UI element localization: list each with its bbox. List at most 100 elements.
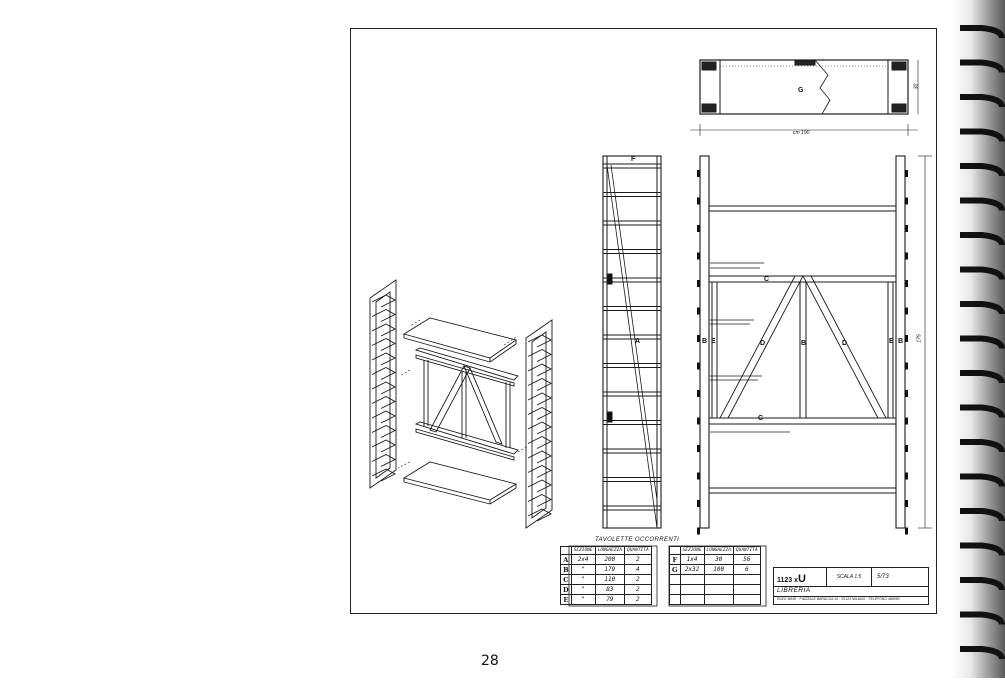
peg-notch	[905, 417, 908, 425]
col-lunghezza: LUNGHEZZA	[594, 546, 626, 555]
cell-quantita: 4	[624, 564, 652, 575]
peg-notch	[905, 197, 908, 205]
binding-ring	[960, 128, 1005, 142]
front-elevation	[697, 155, 932, 535]
binding-ring	[960, 232, 1005, 246]
iso-rung	[527, 334, 552, 348]
peg-notch	[905, 280, 908, 287]
peg-notch	[905, 335, 908, 342]
peg-notch	[697, 225, 700, 232]
iso-rung	[371, 337, 396, 351]
binding-ring	[960, 94, 1005, 108]
cell-sezione: "	[570, 564, 596, 575]
iso-rung	[527, 479, 552, 493]
iso-rung	[527, 464, 552, 478]
peg-notch	[697, 362, 700, 370]
col-quantita: QUANTITÀ	[732, 546, 761, 555]
cell-lunghezza: 83	[594, 584, 626, 595]
peg-notch	[697, 280, 700, 287]
col-sezione: SEZIONE	[570, 546, 596, 555]
cell-sezione: "	[570, 594, 596, 605]
designer-address: ENZO MARI · PIAZZALE BARACCA 10 · 20123 …	[777, 597, 900, 601]
peg-notch	[905, 500, 908, 507]
cell-sezione	[679, 574, 705, 585]
drawing-name: LIBRERIA	[777, 587, 811, 594]
label-b-right: B	[898, 338, 904, 345]
cell-key: F	[669, 554, 681, 565]
label-c-upper: C	[764, 276, 770, 283]
label-b-left: B	[702, 338, 708, 345]
binding-ring	[960, 542, 1005, 556]
parts-table-left-header: SEZIONE LUNGHEZZA QUANTITÀ	[560, 546, 652, 555]
col-key	[669, 546, 681, 555]
label-b-center: B	[801, 340, 807, 347]
iso-rung	[371, 468, 396, 482]
binding-ring	[960, 404, 1005, 418]
cell-quantita	[732, 574, 761, 585]
binding-ring	[960, 473, 1005, 487]
cell-key: G	[669, 564, 681, 575]
cell-lunghezza	[703, 594, 734, 605]
iso-rung	[527, 508, 552, 522]
peg-notch	[697, 445, 700, 452]
cell-sezione: 2x32	[679, 564, 705, 575]
cell-lunghezza: 110	[594, 574, 626, 585]
drawing-scale: SCALA 1:5	[826, 568, 872, 586]
cell-quantita	[732, 584, 761, 595]
col-sezione: SEZIONE	[679, 546, 705, 555]
parts-caption: TAVOLETTE OCCORRENTI	[595, 537, 680, 543]
binding-ring	[960, 611, 1005, 625]
cell-key: B	[560, 564, 572, 575]
parts-table-right-header: SEZIONE LUNGHEZZA QUANTITÀ	[669, 546, 761, 555]
cell-key: A	[560, 554, 572, 565]
iso-rung	[527, 493, 552, 507]
cell-sezione: 1x4	[679, 554, 705, 565]
binding-ring	[960, 266, 1005, 280]
peg-notch	[697, 472, 700, 480]
cell-sezione	[679, 584, 705, 595]
peg-notch	[697, 527, 700, 535]
binding-ring	[960, 335, 1005, 349]
cell-key	[669, 594, 681, 605]
binding-ring	[960, 197, 1005, 211]
cell-lunghezza: 200	[594, 554, 626, 565]
label-d-right: D	[842, 340, 848, 347]
cell-quantita: 2	[624, 554, 652, 565]
binding-ring	[960, 439, 1005, 453]
binding-ring	[960, 577, 1005, 591]
binding-ring	[960, 370, 1005, 384]
cell-quantita: 2	[624, 594, 652, 605]
iso-rung	[371, 395, 396, 409]
binding-ring	[960, 59, 1005, 73]
label-g-plan: G	[798, 87, 804, 94]
peg-notch	[905, 362, 908, 370]
binding-ring	[960, 163, 1005, 177]
iso-rung	[527, 435, 552, 449]
cell-lunghezza	[703, 584, 734, 595]
iso-rung	[371, 439, 396, 453]
cell-quantita: 2	[624, 584, 652, 595]
page-number: 28	[481, 653, 499, 669]
cell-sezione: "	[570, 574, 596, 585]
exploded-isometric-view	[369, 279, 553, 529]
iso-rung	[527, 363, 552, 377]
drawing-code: 1123 xU	[777, 573, 806, 585]
peg-notch	[697, 390, 700, 397]
iso-rung	[371, 366, 396, 380]
cell-lunghezza: 179	[594, 564, 626, 575]
cell-sezione: 2x4	[570, 554, 596, 565]
iso-rung	[527, 406, 552, 420]
peg-notch	[697, 417, 700, 425]
iso-rung	[371, 308, 396, 322]
peg-notch	[905, 170, 908, 177]
peg-notch	[697, 252, 700, 260]
drawing-sheet-frame	[350, 28, 937, 614]
